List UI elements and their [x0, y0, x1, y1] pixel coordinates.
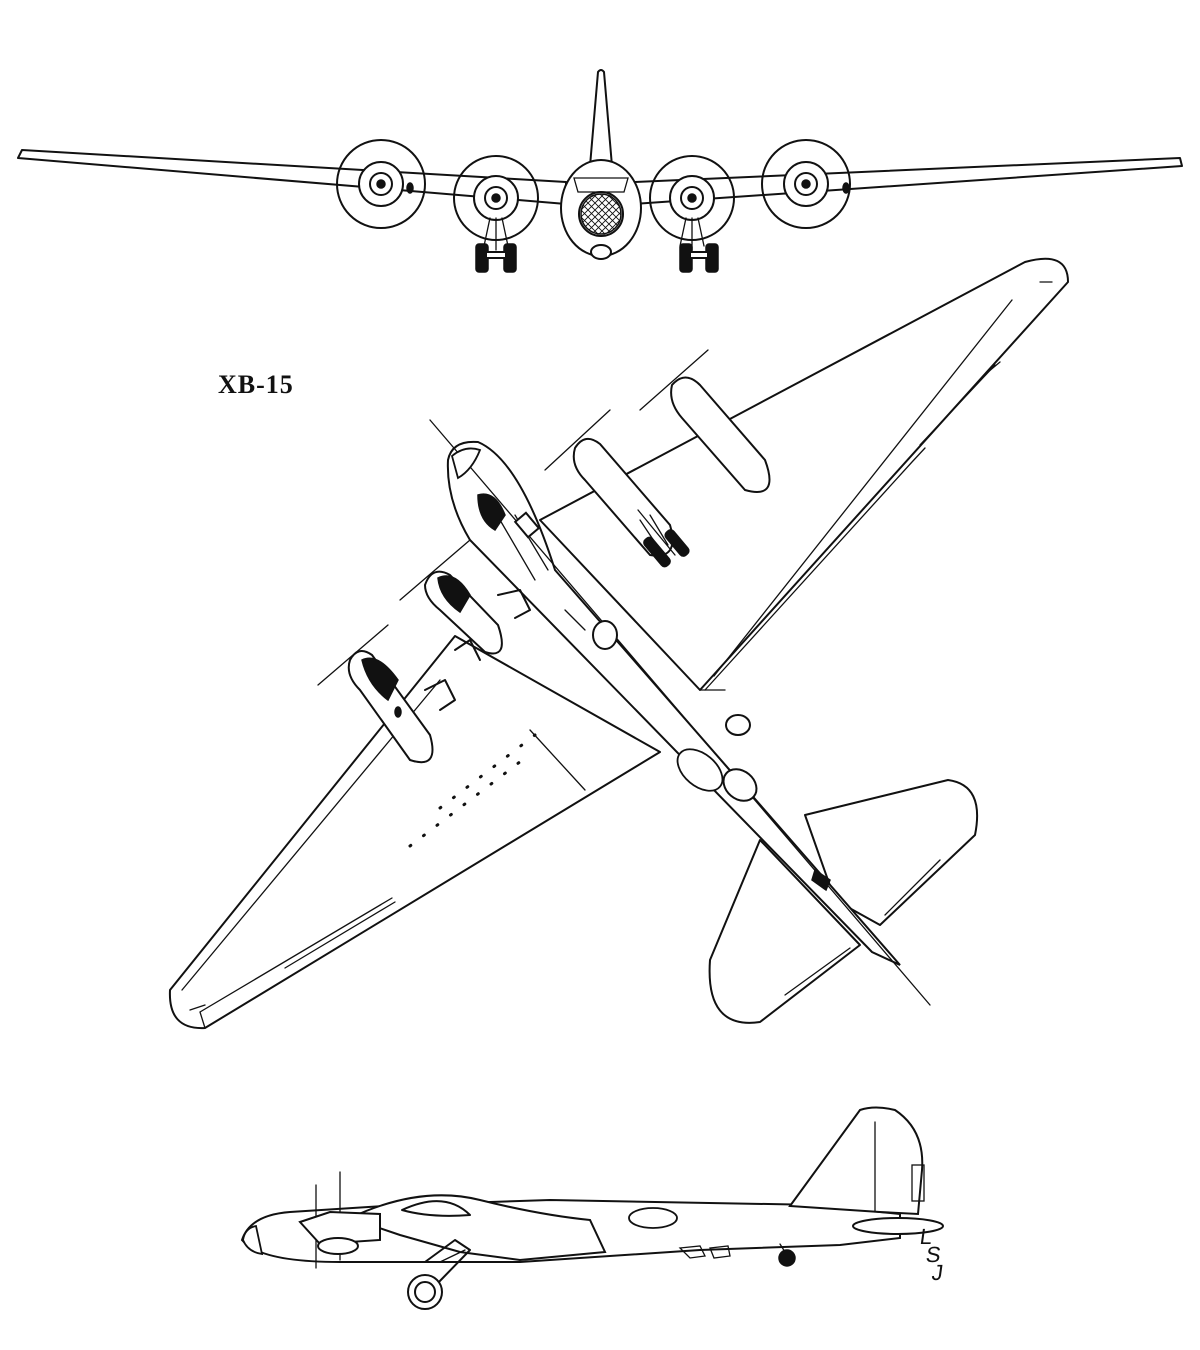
plan-engine-upper-inner [544, 409, 690, 568]
side-tail-wheel [778, 1243, 796, 1267]
front-right-gear [679, 217, 719, 273]
front-left-gear [475, 217, 517, 273]
plan-upper-stabilizer [804, 779, 979, 926]
plan-engine-lower-outer [317, 624, 456, 764]
artist-initial-3: J [930, 1260, 945, 1285]
side-stabilizer [852, 1217, 944, 1235]
side-tail-fin [788, 1106, 924, 1216]
plan-upper-wing [539, 257, 1069, 691]
plan-engine-lower-inner [399, 539, 531, 661]
model-label: XB-15 [218, 370, 294, 399]
plan-engine-upper-outer [639, 349, 771, 493]
artist-initials: L S J [918, 1224, 960, 1285]
side-view [240, 1106, 944, 1310]
plan-lower-stabilizer [708, 839, 861, 1024]
plan-lower-wing [168, 635, 661, 1030]
side-wing [347, 1194, 607, 1262]
plan-view [168, 257, 1069, 1030]
front-view [17, 69, 1183, 273]
front-tail-fin [588, 69, 614, 167]
front-engine-3 [649, 155, 735, 241]
front-engine-1 [336, 139, 426, 229]
side-main-gear [407, 1239, 471, 1310]
front-engine-4 [761, 139, 851, 229]
